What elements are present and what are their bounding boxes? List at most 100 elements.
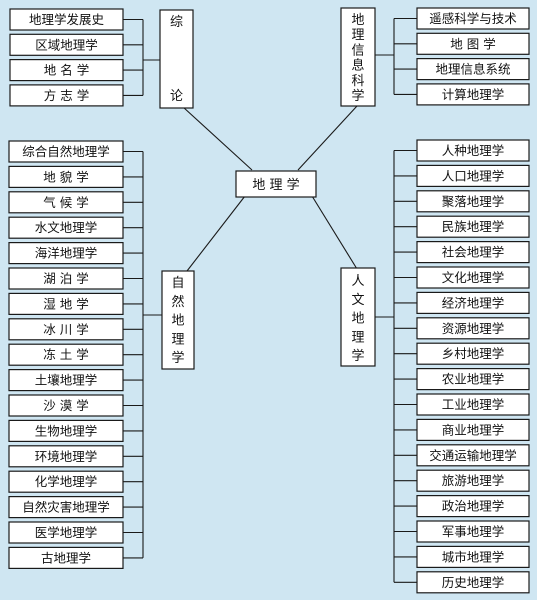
list-item-label: 乡村地理学 xyxy=(442,346,505,361)
list-item-label: 冰 川 学 xyxy=(43,322,88,337)
physical-label-char-1: 自 xyxy=(171,276,184,291)
list-item: 海洋地理学 xyxy=(8,242,124,265)
physical-label-char-5: 学 xyxy=(171,350,184,366)
spoke-physical xyxy=(186,195,246,272)
geoinfo-label-char-4: 息 xyxy=(351,58,364,74)
list-item-label: 方 志 学 xyxy=(44,88,89,103)
list-item: 地理信息系统 xyxy=(416,57,530,81)
list-item-label: 生物地理学 xyxy=(35,423,98,438)
list-item: 生物地理学 xyxy=(8,419,124,442)
list-item: 综合自然地理学 xyxy=(8,140,124,163)
list-item-label: 冻 土 学 xyxy=(43,347,88,362)
list-item-label: 政治地理学 xyxy=(442,499,505,514)
geoinfo-label-char-1: 地 xyxy=(351,13,364,28)
list-item-label: 气 候 学 xyxy=(43,195,88,210)
list-item: 方 志 学 xyxy=(9,84,124,107)
list-item: 自然灾害地理学 xyxy=(8,496,124,519)
physical-label-char-3: 地 xyxy=(171,314,184,329)
list-item: 商业地理学 xyxy=(416,418,530,441)
general-label-char-1: 综 xyxy=(170,15,183,30)
list-item-label: 湿 地 学 xyxy=(43,296,88,311)
list-item: 水文地理学 xyxy=(8,216,124,239)
list-item-label: 交通运输地理学 xyxy=(429,448,517,463)
list-item: 化学地理学 xyxy=(8,470,124,493)
list-item-label: 自然灾害地理学 xyxy=(22,500,110,515)
spoke-geoinfo xyxy=(297,105,358,171)
list-item-label: 民族地理学 xyxy=(442,219,505,234)
list-item: 政治地理学 xyxy=(416,495,530,518)
list-item-label: 旅游地理学 xyxy=(442,473,505,488)
list-item-label: 城市地理学 xyxy=(442,549,505,564)
list-item-label: 经济地理学 xyxy=(442,295,505,310)
list-item: 交通运输地理学 xyxy=(416,444,530,467)
list-item-label: 地理信息系统 xyxy=(435,62,510,77)
list-item: 湿 地 学 xyxy=(8,292,124,315)
list-item-label: 土壤地理学 xyxy=(35,373,98,388)
list-item: 沙 漠 学 xyxy=(8,394,124,417)
list-item: 古地理学 xyxy=(8,546,124,570)
list-item: 工业地理学 xyxy=(416,393,530,416)
geoinfo-label-char-2: 理 xyxy=(351,28,364,43)
list-item: 地 图 学 xyxy=(416,32,530,55)
list-item: 人种地理学 xyxy=(416,139,530,162)
list-item-label: 湖 泊 学 xyxy=(43,271,88,286)
list-item-label: 综合自然地理学 xyxy=(22,144,110,159)
list-item-label: 历史地理学 xyxy=(442,575,505,590)
list-item-label: 计算地理学 xyxy=(442,87,505,102)
list-item: 气 候 学 xyxy=(8,191,124,214)
list-item-label: 资源地理学 xyxy=(442,321,505,336)
list-item: 历史地理学 xyxy=(416,571,530,594)
physical-label-char-4: 理 xyxy=(171,332,184,347)
list-item-label: 地理学发展史 xyxy=(29,12,105,27)
physical-label-char-2: 然 xyxy=(171,294,184,310)
list-item-label: 聚落地理学 xyxy=(442,194,505,209)
list-item: 计算地理学 xyxy=(416,83,530,106)
list-item: 文化地理学 xyxy=(416,266,530,289)
list-item-label: 水文地理学 xyxy=(35,220,98,235)
geoinfo-label-char-3: 信 xyxy=(351,43,364,58)
list-item-label: 人口地理学 xyxy=(442,168,505,183)
list-item-label: 文化地理学 xyxy=(442,270,505,285)
list-item: 冻 土 学 xyxy=(8,343,124,366)
list-item-label: 人种地理学 xyxy=(442,143,505,158)
geoinfo-label-char-5: 科 xyxy=(351,74,364,89)
list-item: 社会地理学 xyxy=(416,241,530,264)
list-item: 遥感科学与技术 xyxy=(416,7,530,30)
list-item: 土壤地理学 xyxy=(8,369,124,392)
spoke-general xyxy=(182,106,253,171)
list-item-label: 医学地理学 xyxy=(35,525,98,540)
list-item: 地 名 学 xyxy=(9,58,124,82)
list-item: 资源地理学 xyxy=(416,317,530,340)
list-item-label: 沙 漠 学 xyxy=(43,398,88,413)
list-item-label: 军事地理学 xyxy=(442,524,505,539)
general-label-char-2: 论 xyxy=(170,89,183,104)
human-label-char-3: 地 xyxy=(351,312,364,327)
list-item: 人口地理学 xyxy=(416,164,530,187)
list-item-label: 遥感科学与技术 xyxy=(429,11,517,26)
spoke-human xyxy=(311,195,358,270)
list-item-label: 地 图 学 xyxy=(450,36,495,51)
list-item: 地理学发展史 xyxy=(9,8,124,31)
list-item: 湖 泊 学 xyxy=(8,267,124,290)
list-item-label: 社会地理学 xyxy=(442,245,505,260)
human-label-char-1: 人 xyxy=(351,274,364,289)
center-node: 地 理 学 xyxy=(235,170,317,198)
list-item: 民族地理学 xyxy=(416,215,530,238)
list-item: 农业地理学 xyxy=(416,368,530,391)
list-item: 环境地理学 xyxy=(8,445,124,468)
list-item: 旅游地理学 xyxy=(416,469,530,492)
geoinfo-label-char-6: 学 xyxy=(351,88,364,104)
list-item: 医学地理学 xyxy=(8,521,124,544)
center-label: 地 理 学 xyxy=(252,177,299,193)
list-item-label: 地 貌 学 xyxy=(43,169,88,184)
list-item-label: 工业地理学 xyxy=(442,397,505,412)
list-item-label: 环境地理学 xyxy=(35,449,98,464)
list-item-label: 古地理学 xyxy=(41,550,91,565)
list-item: 区域地理学 xyxy=(9,33,124,56)
list-item: 聚落地理学 xyxy=(416,190,530,213)
